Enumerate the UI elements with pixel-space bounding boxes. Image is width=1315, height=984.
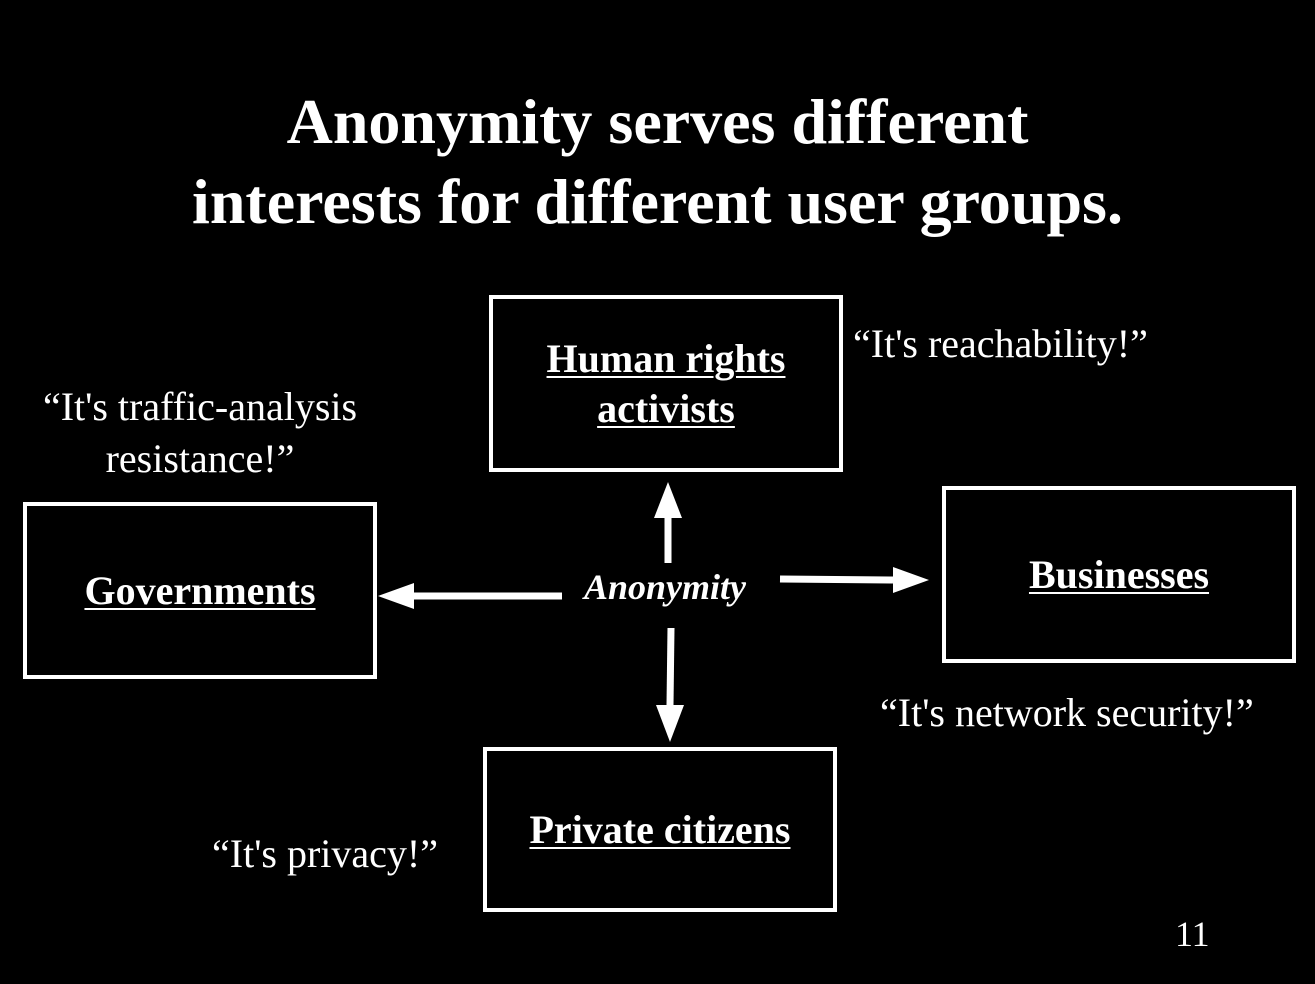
slide-title-line-2: interests for different user groups. xyxy=(192,166,1123,237)
private-citizens-box: Private citizens xyxy=(483,747,837,912)
arrow-to-businesses xyxy=(779,567,929,593)
anonymity-label: Anonymity xyxy=(583,567,747,607)
governments-label: Governments xyxy=(84,567,316,613)
businesses-box: Businesses xyxy=(942,486,1296,663)
businesses-label: Businesses xyxy=(1028,551,1210,597)
private-citizens-quote: “It's privacy!” xyxy=(212,831,438,876)
governments-quote-line-2: resistance!” xyxy=(105,436,295,481)
slide-title-line-1: Anonymity serves different xyxy=(286,86,1029,157)
human-rights-activists-label-line-2: activists xyxy=(597,385,735,431)
arrow-to-private-citizens xyxy=(656,627,684,742)
businesses-quote: “It's network security!” xyxy=(880,690,1254,735)
private-citizens-label: Private citizens xyxy=(529,806,791,852)
arrow-to-governments xyxy=(378,583,562,609)
governments-quote: “It's traffic-analysis resistance!” xyxy=(14,381,386,485)
human-rights-activists-label-line-1: Human rights xyxy=(546,335,786,381)
human-rights-quote: “It's reachability!” xyxy=(853,321,1148,366)
human-rights-activists-label: Human rights activists xyxy=(547,334,786,434)
slide-title: Anonymity serves different interests for… xyxy=(0,82,1315,242)
page-number: 11 xyxy=(1175,914,1210,954)
arrow-to-human-rights xyxy=(654,482,682,563)
human-rights-activists-box: Human rights activists xyxy=(489,295,843,472)
governments-box: Governments xyxy=(23,502,377,679)
governments-quote-line-1: “It's traffic-analysis xyxy=(42,384,358,429)
